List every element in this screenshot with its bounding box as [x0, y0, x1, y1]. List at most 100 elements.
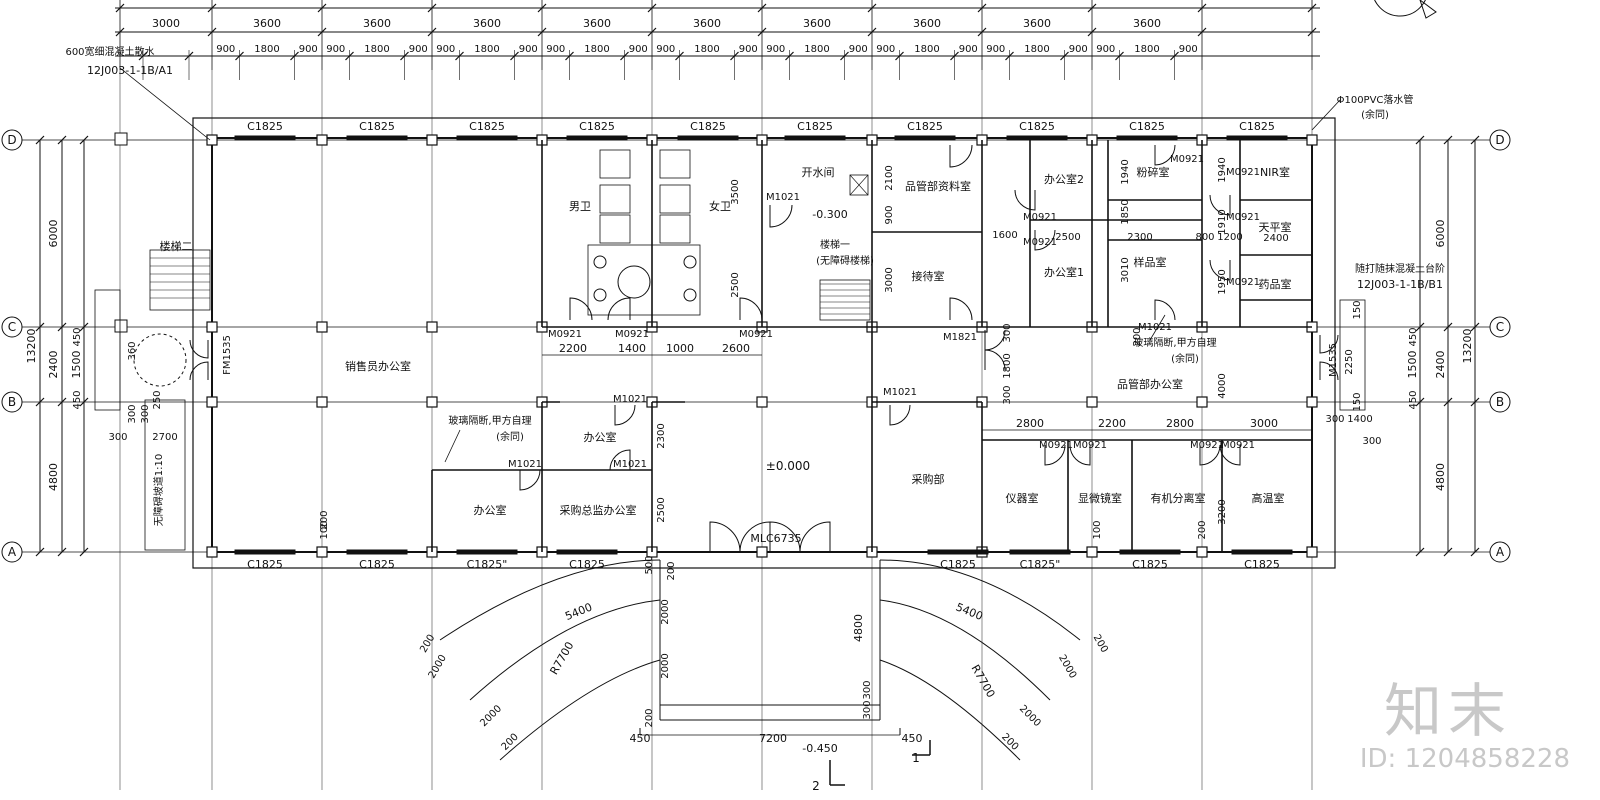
door: [607, 297, 631, 321]
structural-column: [316, 134, 328, 146]
porch-dim: 300: [862, 680, 873, 699]
door-label: M1021: [1138, 322, 1172, 333]
structural-column: [1306, 134, 1318, 146]
toilet-stall: [659, 184, 691, 214]
grid-label-right: D: [1495, 133, 1504, 147]
dim-misc: 2250: [1344, 349, 1355, 374]
grid-bubble-left: [1, 541, 23, 563]
dim-tick: [1307, 27, 1317, 37]
toilet-stall: [659, 214, 691, 244]
door-label: M0921: [1226, 212, 1260, 223]
dim-minor: 1800: [474, 44, 499, 55]
grid-label-left: C: [8, 320, 16, 334]
door: [614, 404, 636, 426]
door-label: M0921: [1073, 440, 1107, 451]
dim-tick: [1443, 322, 1453, 332]
dim-tick: [115, 27, 125, 37]
window-top: [234, 135, 296, 141]
sink: [683, 255, 697, 269]
door: [1014, 189, 1036, 211]
sink: [593, 288, 607, 302]
dim-misc: 800: [1195, 232, 1214, 243]
window-top: [346, 135, 408, 141]
dim-misc: 300: [1362, 436, 1381, 447]
dim-misc: 300: [140, 404, 151, 423]
door-label: M1535: [1328, 343, 1339, 377]
dim-tick: [57, 322, 67, 332]
dim-misc: 150: [1352, 392, 1363, 411]
door: [1044, 444, 1066, 466]
door-label: M1021: [766, 192, 800, 203]
dim-misc: 2100: [884, 165, 895, 190]
porch-arc: [879, 659, 1021, 761]
door-label: M0921: [1226, 167, 1260, 178]
window-label: C1825: [797, 120, 833, 133]
dim-misc: 200: [1132, 327, 1143, 346]
door-label: M0921: [1170, 154, 1204, 165]
dim-misc: 1200: [1217, 232, 1242, 243]
watermark-brand: 知末: [1383, 677, 1512, 745]
door: [1069, 444, 1091, 466]
dim-vert: 360: [127, 341, 138, 360]
dim-minor: 900: [1069, 44, 1088, 55]
dim-minor: 900: [766, 44, 785, 55]
dim-misc: 2300: [656, 423, 667, 448]
room-label: 样品室: [1134, 255, 1167, 269]
dim-minor: 900: [876, 44, 895, 55]
main-door: [709, 521, 741, 553]
door: [1154, 299, 1176, 321]
door-label: M0921: [1190, 440, 1224, 451]
window-label: C1825: [247, 558, 283, 571]
dim-tick: [647, 27, 657, 37]
dim-tick: [115, 3, 125, 13]
grid-label-left: D: [7, 133, 16, 147]
note-step: 随打随抹混凝土台阶: [1355, 262, 1445, 275]
dim-misc: 300: [127, 404, 138, 423]
door-label: M0921: [1226, 277, 1260, 288]
grid-bubble-left: [1, 129, 23, 151]
stair-two: [149, 249, 211, 311]
door: [1209, 259, 1231, 281]
dim-vert: 6000: [47, 220, 60, 248]
dim-misc: 2700: [152, 432, 177, 443]
section-label: 2: [812, 779, 820, 793]
dim-inner-text: 1400: [618, 342, 646, 355]
dim-tick: [79, 135, 89, 145]
dim-minor: 900: [1179, 44, 1198, 55]
porch-dim: 450: [902, 732, 923, 745]
window-label: C1825: [1132, 558, 1168, 571]
dim-minor: 900: [546, 44, 565, 55]
structural-column: [1086, 396, 1098, 408]
dim-misc: 2500: [656, 497, 667, 522]
door: [889, 404, 911, 426]
structural-column: [426, 134, 438, 146]
dim-misc: 2400: [1263, 233, 1288, 244]
dim-major: 3600: [583, 17, 611, 30]
dim-vert: 13200: [1461, 329, 1474, 364]
window-label: C1825: [1244, 558, 1280, 571]
dim-minor: 1800: [254, 44, 279, 55]
door: [189, 361, 209, 381]
dim-inner-text: 2600: [722, 342, 750, 355]
window-top: [1226, 135, 1288, 141]
dim-tick: [1087, 27, 1097, 37]
door: [949, 297, 973, 321]
room-label: 有机分离室: [1151, 491, 1206, 505]
dim-tick: [207, 27, 217, 37]
ramp: [144, 399, 186, 551]
dim-vert: 450: [1408, 390, 1419, 409]
level-mark: ±0.000: [766, 459, 810, 473]
door: [1154, 144, 1176, 166]
dim-tick: [79, 322, 89, 332]
dim-tick: [1470, 397, 1480, 407]
dim-misc: 300: [1002, 385, 1013, 404]
structural-column: [756, 546, 768, 558]
structural-column: [1306, 396, 1318, 408]
window-bottom: [1231, 549, 1293, 555]
toilet-stall: [659, 149, 691, 179]
dim-vert: 13200: [25, 329, 38, 364]
dim-tick: [1443, 397, 1453, 407]
dim-misc: 2500: [730, 272, 741, 297]
note-glass: (余同): [496, 430, 524, 443]
door-label: M0921: [1221, 440, 1255, 451]
